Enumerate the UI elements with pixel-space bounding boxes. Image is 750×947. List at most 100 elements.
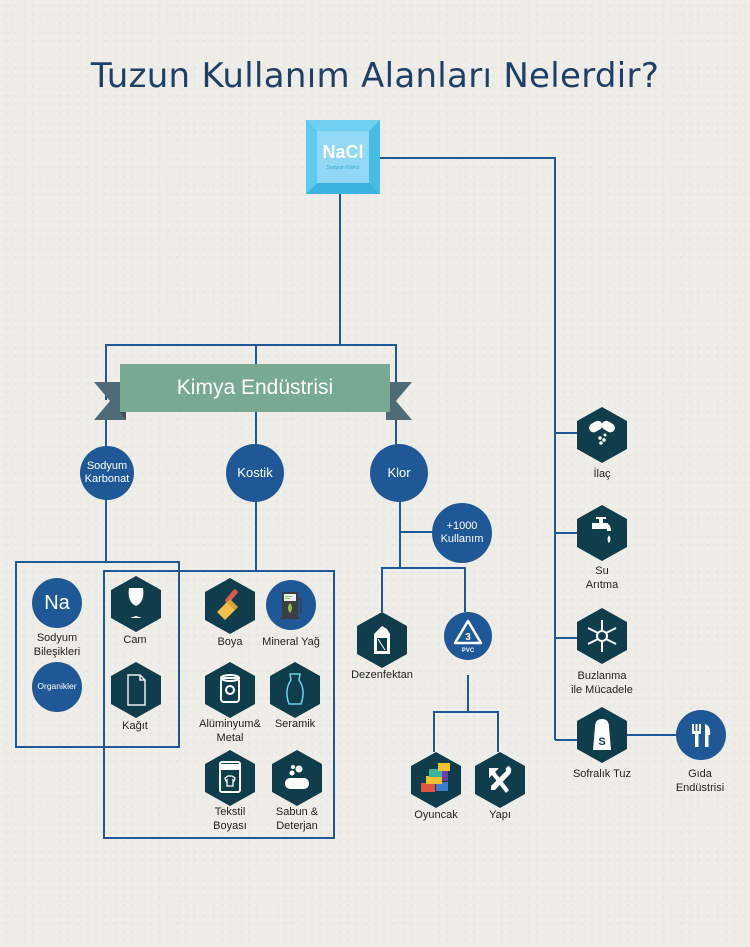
na-symbol: Na — [44, 591, 70, 614]
uses-badge-line-1: +1000 — [446, 520, 478, 533]
label-oyuncak: Oyuncak — [386, 809, 486, 823]
label-boya: Boya — [180, 636, 280, 650]
label-sofra-line-1: Sofralık Tuz — [572, 768, 632, 780]
mineral-oil-label: Mineral Yağ — [262, 636, 320, 648]
caustic-node: Kostik — [226, 444, 284, 502]
page-title: Tuzun Kullanım Alanları Nelerdir? — [90, 56, 660, 96]
food-industry-node — [676, 710, 726, 760]
hex-cam — [111, 576, 161, 632]
label-buz-line-2: ile Mücadele — [571, 683, 633, 696]
kimya-endustrisi-banner: Kimya Endüstrisi — [120, 364, 390, 412]
snowflake-icon — [587, 620, 617, 652]
hex-sofra: S — [577, 707, 627, 763]
mineral-oil-node — [266, 580, 316, 630]
hex-seramik — [270, 662, 320, 718]
label-oyuncak-line-1: Oyuncak — [414, 809, 458, 821]
hex-buz — [577, 608, 627, 664]
bleach-icon — [374, 626, 390, 654]
nacl-subtitle: Sodyum Klorür — [326, 165, 360, 171]
label-buz-line-1: Buzlanma — [577, 670, 627, 682]
connector-pvc-split — [433, 711, 499, 752]
label-sofra: Sofralık Tuz — [552, 768, 652, 782]
label-sabun: Sabun &Deterjan — [247, 806, 347, 834]
connector-banner-top — [105, 344, 397, 400]
pvc-number: 3 — [465, 632, 471, 643]
tools-icon — [489, 766, 512, 793]
label-ilac-line-1: İlaç — [593, 468, 611, 480]
label-cam: Cam — [85, 634, 185, 648]
label-tekstil-line-2: Boyası — [213, 819, 247, 832]
can-icon — [220, 674, 240, 703]
connector-nacl-direct — [380, 157, 556, 740]
hex-yapi — [475, 752, 525, 808]
organics-label: Organikler — [37, 681, 77, 692]
label-aluminyum-line-2: Metal — [216, 731, 244, 744]
fork-knife-icon — [692, 724, 711, 747]
pvc-code: PVC — [462, 648, 475, 654]
hex-boya — [205, 578, 255, 634]
label-aluminyum-line-1: Alüminyum& — [199, 718, 261, 730]
label-yapi-line-1: Yapı — [489, 809, 511, 821]
label-seramik: Seramik — [245, 718, 345, 732]
soap-icon — [285, 765, 309, 789]
label-aluminyum: Alüminyum&Metal — [180, 718, 280, 746]
box-caustic — [103, 570, 335, 839]
label-su-line-1: Su — [595, 565, 609, 577]
food-industry-label-1: Gıda — [688, 768, 712, 780]
sodium-compounds-label-1: Sodyum — [36, 632, 78, 644]
label-boya-line-1: Boya — [217, 636, 243, 648]
hex-su — [577, 505, 627, 561]
organics-node: Organikler — [32, 662, 82, 712]
chlorine-node: Klor — [370, 444, 428, 502]
sodium-compounds-label-2: Bileşikleri — [33, 645, 81, 658]
hex-kagit — [111, 662, 161, 718]
caustic-label: Kostik — [237, 464, 273, 480]
label-tekstil-line-1: Tekstil — [214, 806, 246, 818]
label-cam-line-1: Cam — [123, 634, 147, 646]
box-sodium-carbonate — [15, 561, 180, 748]
label-dezenfektan: Dezenfektan — [332, 669, 432, 683]
sodium-carbonate-label-2: Karbonat — [84, 473, 130, 485]
sodium-carbonate-label-1: Sodyum — [86, 460, 128, 473]
nacl-formula: NaCl — [322, 142, 364, 162]
sodium-compounds-node: Na — [32, 578, 82, 628]
blocks-icon — [421, 763, 450, 792]
salt-shaker-icon: S — [593, 719, 611, 750]
label-ilac: İlaç — [552, 468, 652, 482]
label-kagit: Kağıt — [85, 720, 185, 734]
label-yapi: Yapı — [450, 809, 550, 823]
paintbrush-icon — [217, 589, 238, 620]
chlorine-label: Klor — [387, 464, 411, 480]
hex-ilac — [577, 407, 627, 463]
hex-aluminyum — [205, 662, 255, 718]
connector-chlorine-split — [381, 567, 466, 612]
hex-sabun — [272, 750, 322, 806]
label-seramik-line-1: Seramik — [274, 718, 316, 730]
label-sabun-line-2: Deterjan — [276, 819, 318, 832]
faucet-icon — [592, 517, 611, 543]
hex-oyuncak — [411, 752, 461, 808]
label-su-line-2: Arıtma — [585, 578, 619, 591]
paper-icon — [127, 674, 146, 706]
label-kagit-line-1: Kağıt — [122, 720, 148, 732]
pvc-node: 3 PVC — [444, 612, 492, 660]
nacl-root-node: NaCl Sodyum Klorür — [306, 120, 380, 194]
hex-dezenfektan — [357, 612, 407, 668]
food-industry-label-2: Endüstrisi — [675, 781, 725, 794]
recycle-icon: 3 PVC — [453, 619, 483, 654]
vase-icon — [286, 673, 304, 705]
uses-badge-line-2: Kullanım — [440, 533, 484, 545]
pills-icon — [589, 420, 615, 445]
glass-icon — [128, 588, 144, 618]
label-sabun-line-1: Sabun & — [275, 806, 319, 818]
svg-text:S: S — [598, 736, 605, 748]
hex-tekstil — [205, 750, 255, 806]
